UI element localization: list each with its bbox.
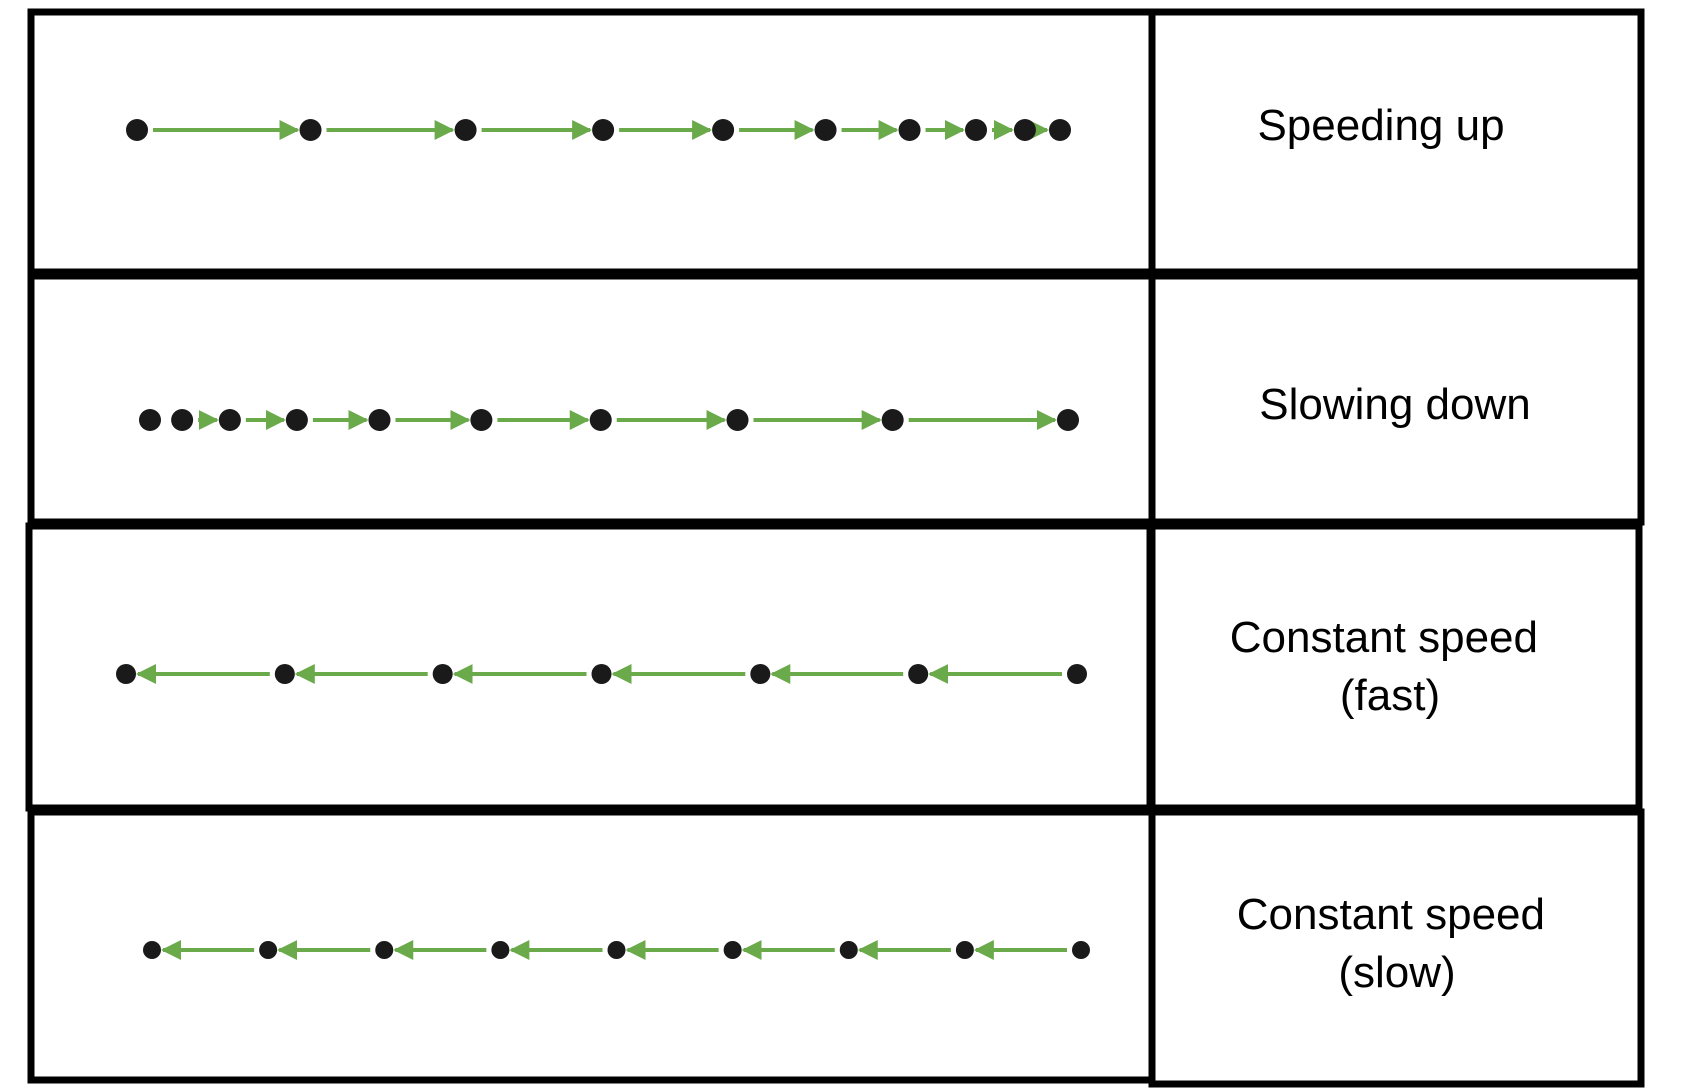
row-4-dot	[143, 941, 161, 959]
row-2-dot	[589, 409, 612, 431]
row-3-diagram-cell	[25, 522, 1154, 812]
row-2-dot	[368, 409, 391, 431]
row-4-dot	[491, 941, 510, 959]
row-3-label: Constant speed (fast)	[1230, 613, 1550, 720]
row-4-dot	[723, 941, 742, 959]
row-3-dot	[274, 664, 295, 684]
row-3-dot	[591, 664, 612, 684]
row-2-dot	[285, 409, 308, 431]
row-3-dot	[432, 664, 453, 684]
row-1-label: Speeding up	[1257, 101, 1504, 150]
row-3-dot	[750, 664, 771, 684]
row-4-dot	[839, 941, 858, 959]
row-1-dot	[965, 119, 988, 141]
row-1-dot	[1049, 119, 1071, 141]
row-2-dot	[1057, 409, 1079, 431]
row-2-dot	[470, 409, 493, 431]
row-1-dot	[1013, 119, 1036, 141]
table-grid	[25, 8, 1645, 1088]
row-2-dot	[171, 409, 194, 431]
row-4-dot	[1072, 941, 1090, 959]
row-1-dot	[712, 119, 735, 141]
row-3-dot	[908, 664, 929, 684]
row-2-dot	[139, 409, 161, 431]
row-4-label-line-1: Constant speed	[1237, 890, 1545, 939]
row-2-dot	[218, 409, 241, 431]
row-3-label-cell	[1148, 522, 1643, 812]
row-1-dot	[299, 119, 322, 141]
row-4-dot	[607, 941, 626, 959]
row-3-label-line-2: (fast)	[1340, 671, 1440, 720]
row-3-dot	[1067, 664, 1087, 684]
row-2-label-cell	[1148, 272, 1645, 526]
row-4-label: Constant speed (slow)	[1237, 890, 1557, 997]
row-2-label-line-1: Slowing down	[1259, 380, 1531, 429]
row-4-dot	[375, 941, 394, 959]
row-2-label: Slowing down	[1259, 380, 1531, 429]
row-1-label-line-1: Speeding up	[1257, 101, 1504, 150]
row-3-label-line-1: Constant speed	[1230, 613, 1538, 662]
row-2-diagram-cell	[27, 272, 1156, 526]
row-4-diagram-cell	[27, 808, 1156, 1084]
row-1-dot	[898, 119, 921, 141]
row-4-dot	[955, 941, 974, 959]
row-1-dot	[126, 119, 148, 141]
row-2-dot	[726, 409, 749, 431]
row-3-dot	[116, 664, 136, 684]
row-4-label-line-2: (slow)	[1338, 948, 1455, 997]
row-1-dot	[814, 119, 837, 141]
row-4-label-cell	[1148, 808, 1645, 1088]
row-1-dot	[592, 119, 615, 141]
row-2-dot	[881, 409, 904, 431]
row-1-label-cell	[1148, 8, 1645, 276]
row-1-diagram-cell	[27, 8, 1156, 276]
row-1-dot	[454, 119, 477, 141]
motion-tracks	[116, 119, 1090, 960]
row-4-dot	[259, 941, 278, 959]
